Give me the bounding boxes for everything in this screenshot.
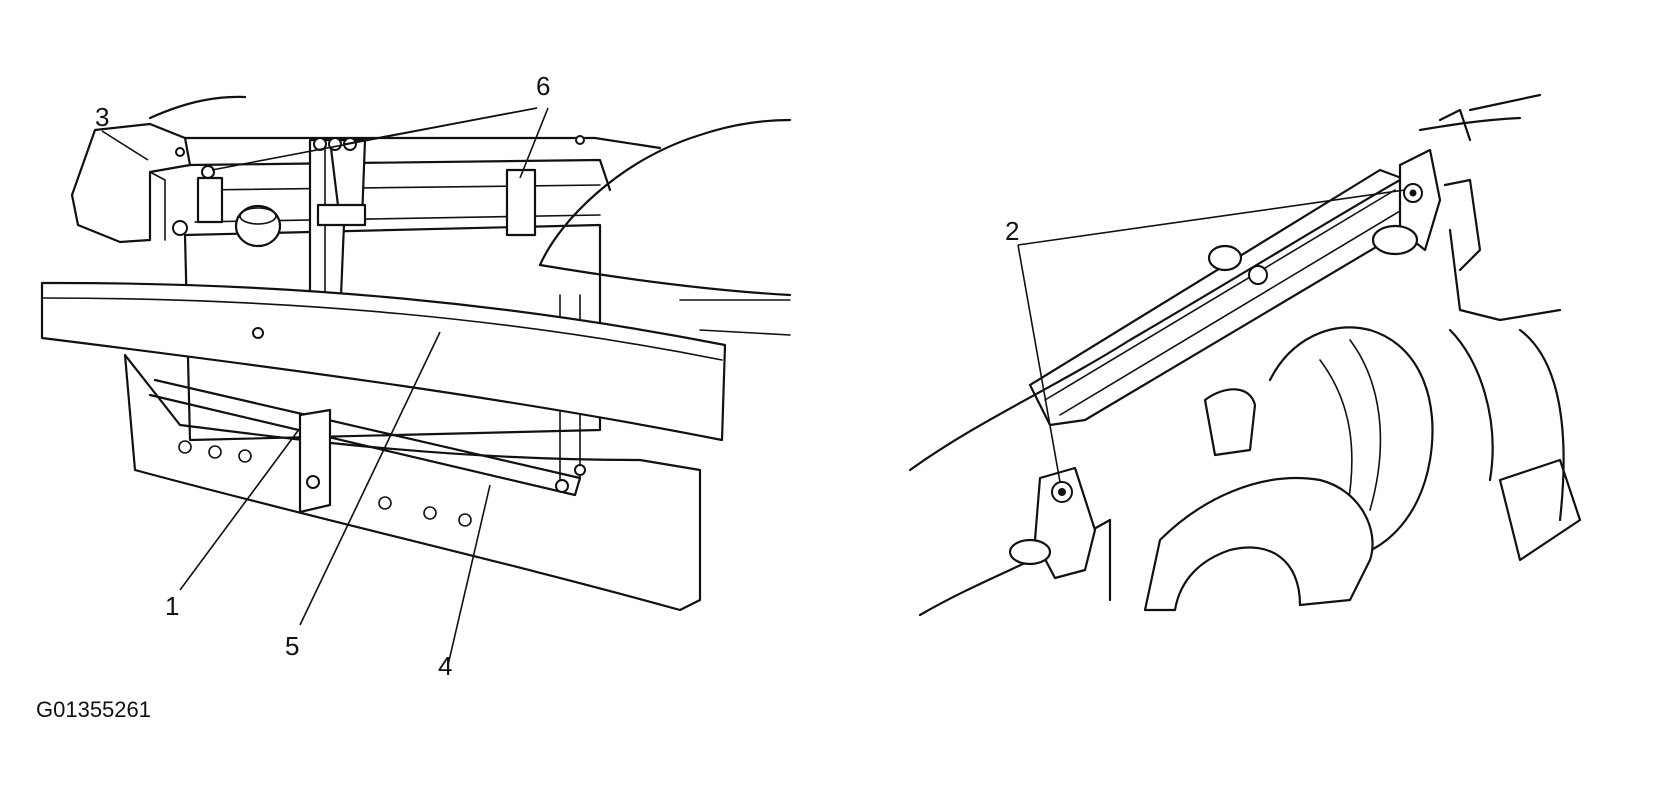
bumper-reinforcement [40,281,727,442]
left-bracket [196,176,224,224]
left-view-front-radiator [40,95,792,666]
right-view-underhood [908,93,1582,617]
left-headlamp-housing [70,122,192,244]
reservoir-cap [234,204,282,248]
callout-6: 6 [536,71,550,101]
condenser-pipe [148,378,582,497]
callout-3: 3 [95,102,109,132]
bolt-icon [306,475,320,489]
radiator-core [183,223,602,442]
radiator-cap [1203,388,1257,457]
bolt-icon [201,165,215,179]
upper-tie-bar [183,136,662,150]
fan-shroud [1268,326,1434,562]
callout-5: 5 [285,631,299,661]
callout-1: 1 [165,591,179,621]
upper-support-member [1028,168,1432,427]
right-fender-outline [538,118,792,267]
fender-apron-line [908,178,1402,472]
radiator-hose [1143,476,1374,612]
bolt-icon [328,137,342,151]
bolt-icon [172,220,188,236]
fender-top-line [148,95,247,120]
right-bracket [505,168,537,237]
support-leg [298,408,332,514]
callout-2: 2 [1005,216,1019,246]
callout-4: 4 [438,651,452,681]
figure-id: G01355261 [36,697,151,722]
